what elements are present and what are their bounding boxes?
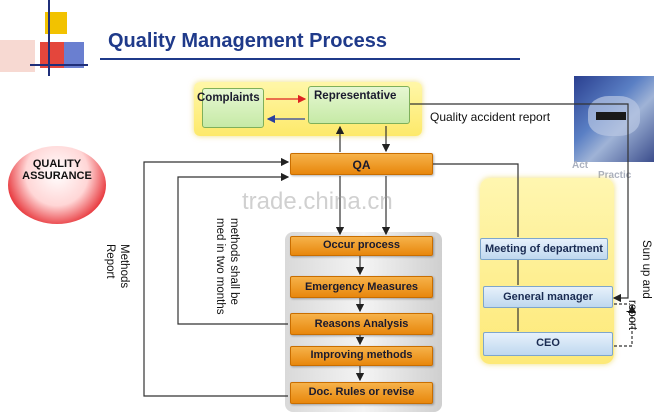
qa-box: QA — [290, 153, 433, 175]
title-underline — [100, 58, 520, 60]
watermark: trade.china.cn — [242, 188, 393, 215]
sum-up-label: Sun up and — [640, 240, 652, 299]
reasons-analysis-label: Reasons Analysis — [314, 318, 409, 330]
methods-shall-label: methods shall be — [228, 218, 240, 305]
logo-decoration — [0, 0, 90, 80]
occur-process-label: Occur process — [322, 239, 401, 251]
two-months-label: med in two months — [214, 218, 226, 315]
quality-accident-report-label: Quality accident report — [430, 110, 551, 124]
doc-rules-box: Doc. Rules or revise — [290, 382, 433, 404]
reasons-analysis-box: Reasons Analysis — [290, 313, 433, 335]
report-label: Report — [104, 244, 116, 279]
complaints-box — [202, 88, 264, 128]
representative-label: Representative — [314, 90, 397, 102]
qa-label: QA — [352, 158, 371, 172]
page-title: Quality Management Process — [108, 30, 387, 52]
meeting-box: Meeting of department — [480, 238, 608, 260]
improving-methods-label: Improving methods — [310, 349, 413, 361]
methods-label: Methods — [118, 244, 130, 289]
badge-line-2: ASSURANCE — [22, 170, 92, 182]
emergency-measures-label: Emergency Measures — [304, 281, 419, 293]
representative-box — [308, 86, 410, 124]
meeting-label: Meeting of department — [485, 243, 603, 255]
ceo-label: CEO — [536, 337, 560, 349]
occur-process-box: Occur process — [290, 236, 433, 256]
ceo-box: CEO — [483, 332, 613, 356]
badge-line-1: QUALITY — [32, 158, 82, 170]
report-right-label: report — [626, 300, 638, 331]
complaints-label: Complaints — [197, 92, 260, 104]
improving-methods-box: Improving methods — [290, 346, 433, 366]
general-manager-box: General manager — [483, 286, 613, 308]
emergency-measures-box: Emergency Measures — [290, 276, 433, 298]
photo-image — [574, 76, 654, 162]
photo-text-practice: Practic — [598, 170, 632, 181]
quality-assurance-badge: QUALITY ASSURANCE — [8, 146, 106, 224]
doc-rules-label: Doc. Rules or revise — [308, 386, 415, 398]
photo-text-act: Act — [572, 160, 589, 171]
general-manager-label: General manager — [503, 291, 593, 303]
